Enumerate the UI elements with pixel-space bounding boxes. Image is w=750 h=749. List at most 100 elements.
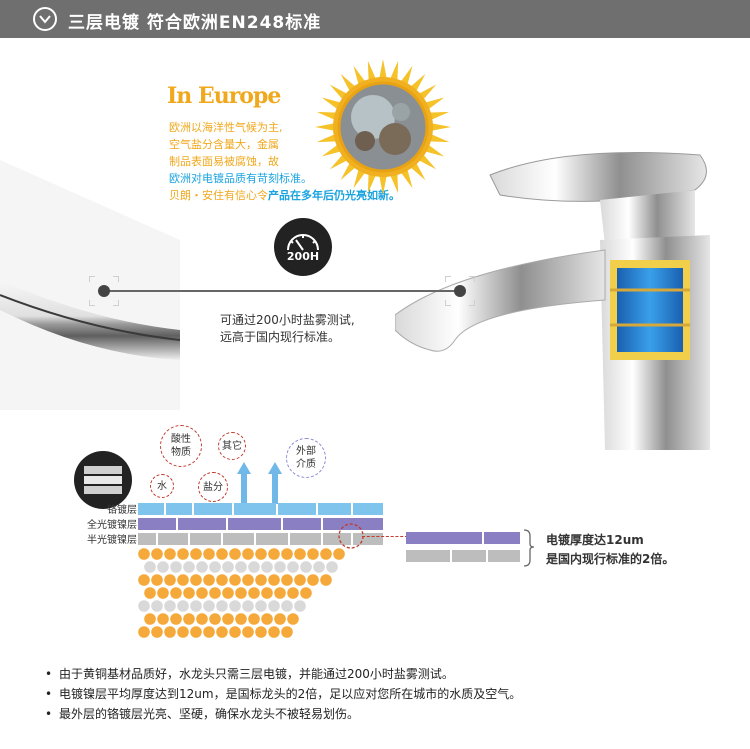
bubble-acid: 酸性物质	[160, 425, 202, 467]
sun-ray	[379, 59, 387, 80]
brass-dot	[203, 548, 215, 560]
brass-dot	[281, 626, 293, 638]
brass-dot	[274, 561, 286, 573]
brass-dot	[144, 587, 156, 599]
bubble-external: 外部介质	[286, 438, 326, 478]
bubble-other: 其它	[218, 432, 246, 460]
salt-test-line-2: 远高于国内现行标准。	[220, 330, 341, 344]
brass-dot	[307, 574, 319, 586]
bubble-external-line-1: 外部	[296, 446, 316, 457]
bullet-item: •由于黄铜基材品质好，水龙头只需三层电镀，并能通过200小时盐雾测试。	[45, 667, 454, 681]
sun-ray	[353, 65, 366, 86]
brass-dot	[261, 587, 273, 599]
bullet-text-3: 最外层的铬镀层光亮、坚硬，确保水龙头不被轻易划伤。	[59, 707, 360, 721]
brass-dot	[242, 626, 254, 638]
layers-icon	[74, 451, 132, 509]
brass-dot	[151, 548, 163, 560]
bullet-item: •电镀镍层平均厚度达到12um，是国标龙头的2倍，足以应对您所在城市的水质及空气…	[45, 687, 522, 701]
brass-dot	[222, 561, 234, 573]
sun-ray	[316, 111, 338, 121]
brass-dot	[242, 600, 254, 612]
sun-ray	[340, 162, 357, 181]
brass-dot	[177, 548, 189, 560]
brass-dot	[164, 574, 176, 586]
brass-dot	[151, 574, 163, 586]
layer-segment	[138, 533, 156, 545]
brass-dot	[177, 600, 189, 612]
brass-dot	[164, 600, 176, 612]
brass-dot	[144, 613, 156, 625]
brass-dot	[177, 626, 189, 638]
bullet-item: •最外层的铬镀层光亮、坚硬，确保水龙头不被轻易划伤。	[45, 707, 360, 721]
brass-dot	[294, 548, 306, 560]
sun-ray	[315, 123, 336, 131]
brass-dot	[170, 587, 182, 599]
brass-dot	[157, 561, 169, 573]
layer-segment	[278, 503, 316, 515]
layer-segment	[178, 518, 226, 530]
europe-line-5-emph: 产品在多年后仍光亮如新。	[268, 189, 400, 202]
brass-dot	[183, 613, 195, 625]
layer-segment	[323, 533, 351, 545]
layer-segment	[223, 533, 254, 545]
thickness-detail-diagram	[406, 529, 535, 567]
sun-ray	[340, 73, 357, 92]
brass-dot	[222, 613, 234, 625]
sun-ray	[367, 172, 377, 194]
sun-ray	[424, 144, 445, 157]
thickness-line-1: 电镀厚度达12um	[546, 533, 644, 547]
brass-dot	[333, 548, 345, 560]
brass-dot	[157, 587, 169, 599]
brass-dot	[151, 600, 163, 612]
sun-ray	[400, 168, 413, 189]
brass-dot	[229, 600, 241, 612]
bullet-text-2: 电镀镍层平均厚度达到12um，是国标龙头的2倍，足以应对您所在城市的水质及空气。	[59, 687, 522, 701]
brass-dot	[170, 613, 182, 625]
brass-dot	[268, 548, 280, 560]
brass-dot	[177, 574, 189, 586]
bubble-acid-line-1: 酸性	[171, 434, 191, 445]
salt-test-text: 可通过200小时盐雾测试, 远高于国内现行标准。	[220, 312, 355, 346]
brass-dot	[183, 587, 195, 599]
thickness-text: 电镀厚度达12um 是国内现行标准的2倍。	[546, 531, 674, 569]
sun-ray	[424, 97, 445, 110]
brass-dot	[203, 600, 215, 612]
brass-dot	[209, 561, 221, 573]
sun-ray	[367, 60, 377, 82]
brass-dot	[196, 613, 208, 625]
brass-dot	[287, 587, 299, 599]
europe-line-1: 欧洲以海洋性气候为主,	[169, 121, 283, 134]
brass-dot	[268, 600, 280, 612]
brass-dot	[164, 548, 176, 560]
bubble-other-label: 其它	[222, 440, 242, 452]
europe-title: In Europe	[167, 83, 281, 109]
brass-dot	[261, 613, 273, 625]
layer-segment	[318, 503, 351, 515]
brass-dot	[248, 587, 260, 599]
layer-segment	[138, 503, 164, 515]
brass-dot	[294, 600, 306, 612]
dial-label: 200H	[286, 250, 320, 263]
brass-dot	[326, 561, 338, 573]
brass-dot	[209, 613, 221, 625]
brass-dot	[261, 561, 273, 573]
sun-ray	[418, 153, 437, 170]
brass-dot	[170, 561, 182, 573]
sun-ray	[389, 60, 399, 82]
brass-dot	[313, 561, 325, 573]
bullet-text-1: 由于黄铜基材品质好，水龙头只需三层电镀，并能通过200小时盐雾测试。	[59, 667, 454, 681]
layer-segment	[228, 518, 281, 530]
brass-dot	[274, 587, 286, 599]
gauge-icon: 200H	[274, 218, 332, 276]
thickness-line-2: 是国内现行标准的2倍。	[546, 552, 675, 566]
brass-dot	[216, 600, 228, 612]
layer-segment	[353, 503, 383, 515]
brass-dot	[138, 548, 150, 560]
europe-line-3: 制品表面易被腐蚀，故	[169, 155, 279, 168]
layer-segment	[290, 533, 321, 545]
detail-link-line	[362, 536, 408, 537]
layer-label-bright-nickel: 全光镀镍层	[87, 520, 137, 531]
focus-bracket-right	[445, 276, 475, 306]
sun-ray	[329, 153, 348, 170]
layer-label-semi-nickel: 半光镀镍层	[87, 535, 137, 546]
